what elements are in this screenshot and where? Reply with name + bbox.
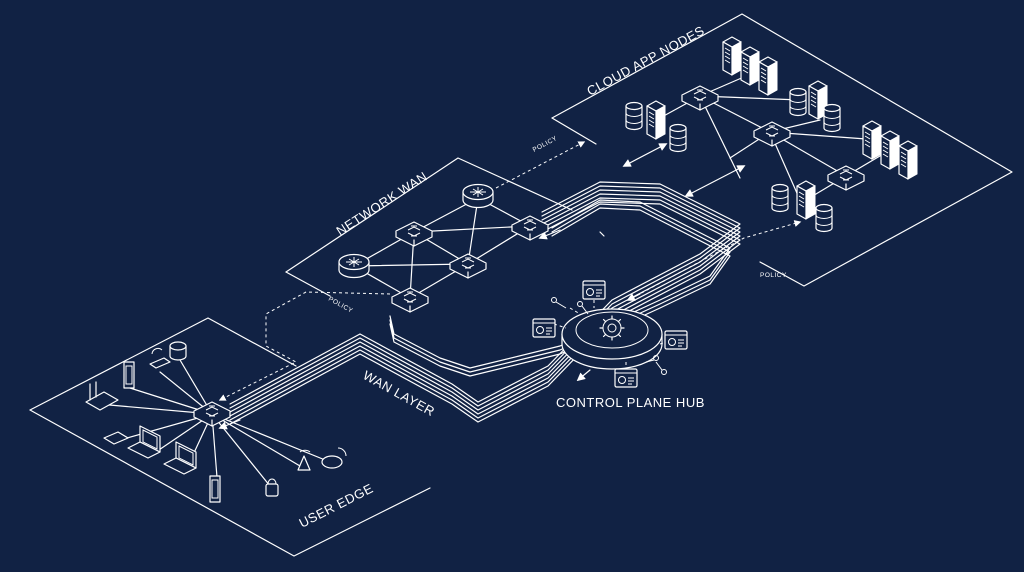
wan-trunk-lane [229,197,741,421]
user-edge-devices [85,341,347,503]
node-dots [551,297,667,375]
switch-icon [681,85,719,111]
switch-icon [449,253,487,279]
switch-icon [391,287,429,313]
router-icon [462,183,494,209]
database-icon [815,203,833,233]
server-icon [740,46,760,86]
region-title-user-edge: USER EDGE [297,480,376,530]
gear-icon [599,315,625,341]
server-icon [880,130,900,170]
policy-links [218,141,802,401]
service-panel-icon [582,280,606,300]
server-icon [796,180,816,220]
server-icon [722,36,742,76]
switch-icon [827,165,865,191]
laptop-icon [163,441,197,475]
trunk-arrow [576,369,591,382]
camera-icon [169,341,187,361]
control-plane-hub [532,280,688,388]
service-panel-icon [532,318,556,338]
server-icon [862,120,882,160]
broadcast-sensor-icon [297,449,311,471]
wan-trunk-lane [229,189,741,413]
network-wan-nodes [338,183,549,313]
database-icon [625,101,643,131]
service-panel-icon [614,368,638,388]
laptop-icon [127,425,161,459]
database-icon [771,183,789,213]
policy-label-right: POLICY [760,272,787,279]
trunk-arrow [538,229,561,240]
policy-label-top: POLICY [532,135,559,154]
wan-trunk-lane [229,181,741,405]
region-title-cloud: CLOUD APP NODES [584,23,707,99]
sensor-icon [149,347,171,369]
database-icon [789,87,807,117]
tablet-icon [103,431,129,445]
wan-trunk-lane-upper [389,199,731,369]
wan-trunk [218,181,741,430]
wan-trunk-lane-upper [389,203,731,373]
phone-icon [123,361,135,389]
policy-label-left: POLICY [327,296,354,315]
hub-label: CONTROL PLANE HUB [556,395,705,410]
wan-trunk-lane [229,201,741,425]
service-panel-icon [664,330,688,350]
cloud-app-nodes [622,36,918,233]
lock-icon [265,478,279,497]
router-icon [338,253,370,279]
cloud-region [551,13,1013,287]
wan-trunk-lane [229,185,741,409]
database-icon [823,103,841,133]
database-icon [669,123,687,153]
server-icon [758,56,778,96]
iot-hub-icon [321,447,347,469]
phone-icon [209,475,221,503]
wifi-access-point-icon [85,381,119,411]
wan-trunk-lane-upper [389,207,731,377]
switch-icon [753,121,791,147]
user-edge-region [29,317,431,557]
server-icon [898,140,918,180]
server-icon [646,100,666,140]
